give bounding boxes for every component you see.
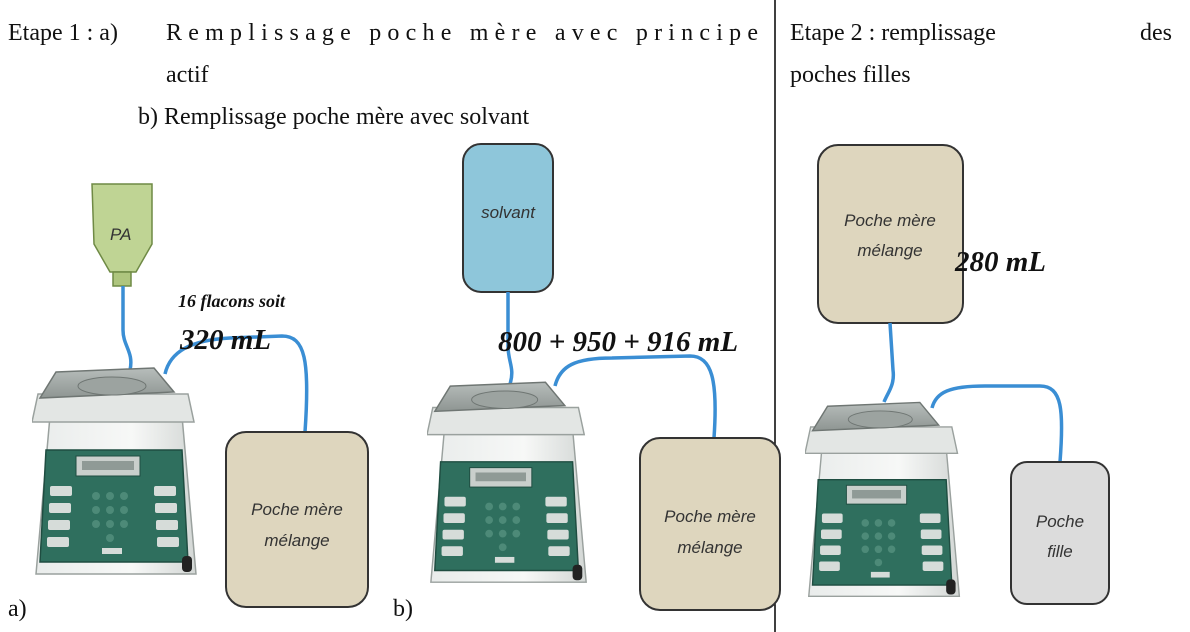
daughter-bag-line2: fille: [1047, 542, 1073, 561]
solvent-label: solvant: [481, 203, 536, 222]
tube-mother-to-pump: [882, 322, 896, 403]
mother-bag-b: [639, 437, 781, 611]
panel-a: PA Poche mère mélange 16 flacons soit 32…: [8, 183, 369, 622]
tube-solvent-to-pump: [506, 292, 514, 385]
panel-a-marker: a): [8, 596, 27, 622]
tube-pump-to-bag: [163, 334, 309, 433]
mother-bag-b-line1: Poche mère: [664, 507, 756, 526]
pa-bottle: [91, 183, 153, 273]
repeater-pump-b: [427, 381, 587, 583]
step2-heading-line1: Etape 2 : remplissage: [790, 20, 996, 46]
tube-pump-to-daughter: [930, 384, 1064, 463]
panel-b-marker: b): [393, 596, 413, 622]
repeater-pump-c: [805, 401, 961, 598]
step1-heading-a-line1: Remplissage poche mère avec principe: [166, 20, 758, 46]
panel-a-note: 16 flacons soit: [178, 291, 286, 311]
step1-heading-b: b) Remplissage poche mère avec solvant: [138, 104, 530, 130]
daughter-bag: [1010, 461, 1110, 605]
mother-bag-a-line2: mélange: [264, 531, 329, 550]
daughter-bag-line1: Poche: [1036, 512, 1084, 531]
mother-bag-source-line1: Poche mère: [844, 211, 936, 230]
mother-bag-b-line2: mélange: [677, 538, 742, 557]
step2-heading-des: des: [1140, 20, 1172, 46]
panel-b-volume: 800 + 950 + 916 mL: [498, 326, 738, 358]
step2-heading-line2: poches filles: [790, 62, 911, 88]
pa-bottle-cap: [112, 271, 132, 287]
mother-bag-source: [817, 144, 964, 324]
repeater-pump-a: [32, 367, 197, 575]
mother-bag-source-line2: mélange: [857, 241, 922, 260]
panel-c-volume: 280 mL: [954, 246, 1046, 278]
mother-bag-a: [225, 431, 369, 608]
pa-label: PA: [110, 225, 131, 244]
step1-heading-prefix: Etape 1 : a): [8, 20, 118, 46]
mother-bag-a-line1: Poche mère: [251, 500, 343, 519]
step1-heading-a-line2: actif: [166, 62, 209, 88]
panel-a-volume: 320 mL: [179, 324, 271, 356]
tube-pump-to-bag-b: [553, 354, 717, 439]
tube-pa-to-pump: [121, 286, 133, 371]
panel-b: solvant Poche mère mélange 800 + 950 + 9…: [393, 143, 781, 622]
panel-c: Poche mère mélange Poche fille 280 mL: [805, 144, 1110, 605]
